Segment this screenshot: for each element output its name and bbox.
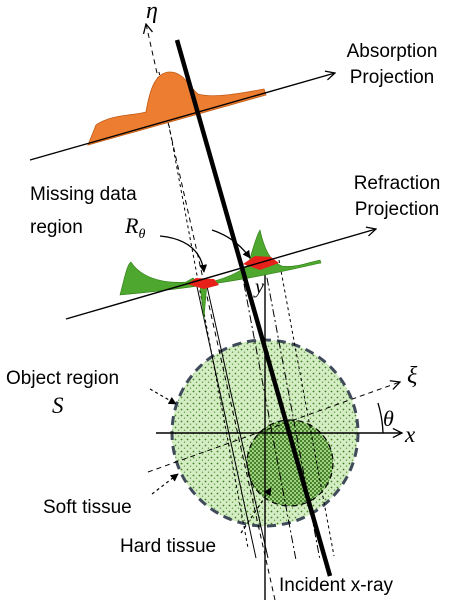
- missing-data-label: Missing data: [30, 184, 137, 205]
- absorption-label: Absorption: [347, 41, 438, 62]
- refraction-projection-line: [65, 229, 376, 320]
- eta-symbol: η: [146, 0, 158, 24]
- r-symbol: R: [124, 213, 139, 238]
- y-symbol: y: [253, 276, 264, 298]
- absorption-projection-line: [29, 73, 335, 161]
- theta-symbol: θ: [383, 406, 394, 431]
- soft-tissue-label: Soft tissue: [43, 497, 132, 518]
- ray-line: [205, 281, 269, 559]
- missing-data-marker: [187, 278, 219, 289]
- object-region-label: Object region: [6, 368, 119, 389]
- absorption-profile: [87, 71, 267, 146]
- ray-line: [278, 259, 335, 557]
- incident-xray-line: [174, 39, 333, 577]
- incident-xray-label: Incident x-ray: [279, 575, 394, 596]
- absorption-label: Projection: [350, 67, 435, 88]
- xi-symbol: ξ: [407, 363, 418, 389]
- s-symbol: S: [52, 393, 64, 418]
- hard-tissue-label: Hard tissue: [120, 536, 216, 557]
- ray-line: [195, 281, 257, 559]
- refraction-label: Refraction: [354, 173, 441, 194]
- theta-arc: [377, 402, 384, 434]
- object-region-pointer: [149, 388, 177, 405]
- ray-line: [240, 267, 297, 561]
- x-symbol: x: [404, 422, 416, 447]
- refraction-label: Projection: [355, 199, 440, 220]
- missing-region-pointer: [159, 235, 208, 273]
- r-subscript: θ: [138, 227, 145, 242]
- soft-tissue-pointer: [151, 473, 179, 495]
- refraction-profile: [119, 229, 322, 319]
- missing-data-label: region: [30, 217, 83, 238]
- r-theta-symbol: Rθ: [124, 213, 145, 242]
